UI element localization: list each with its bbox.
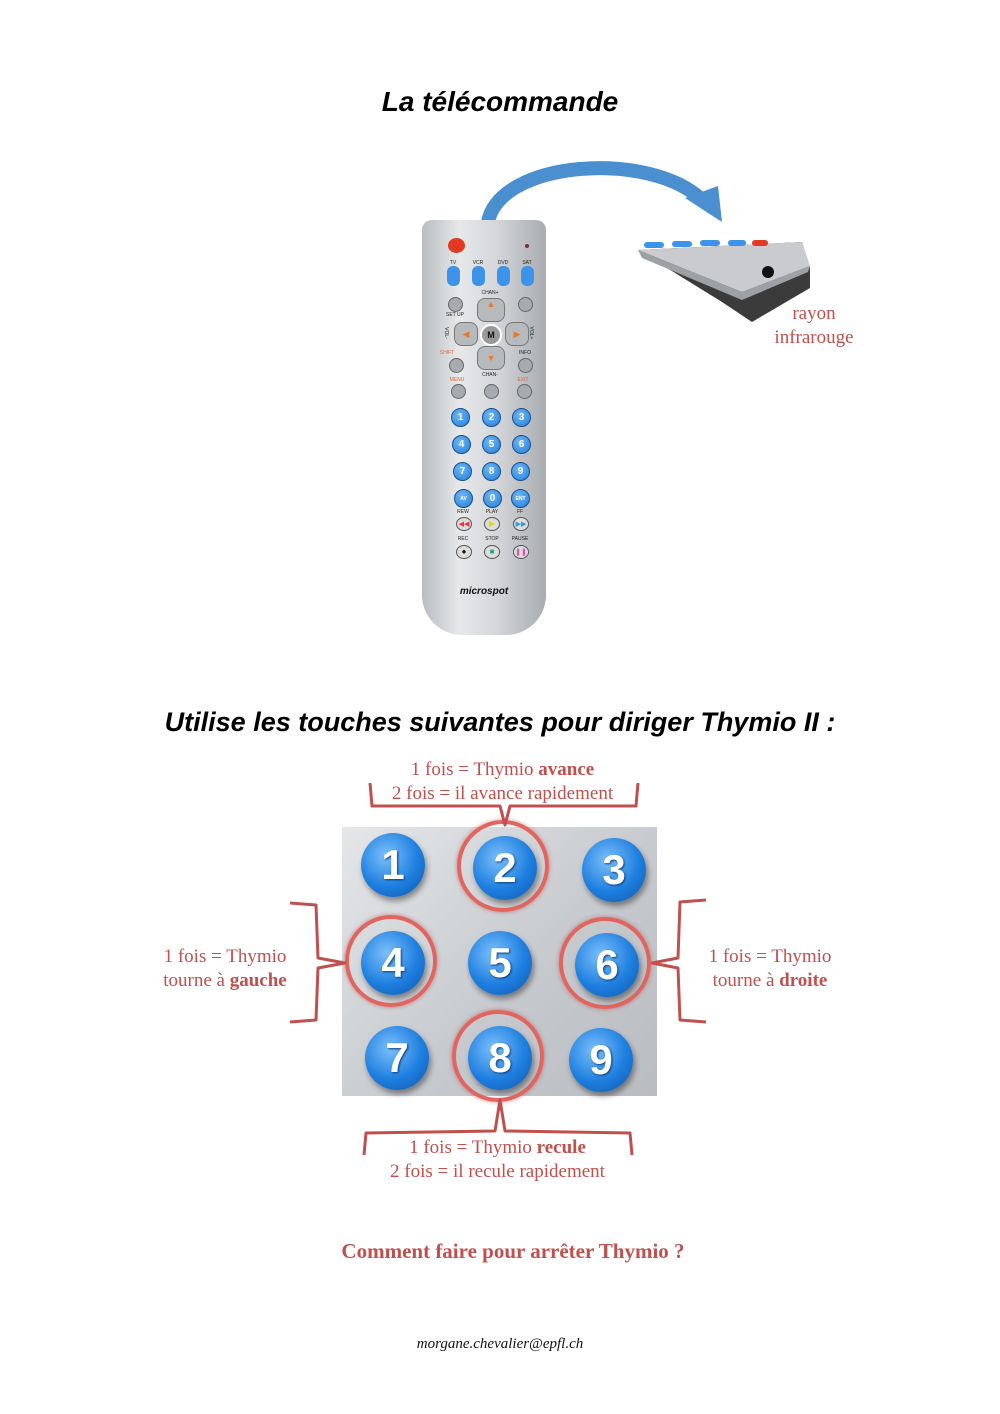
annotation-right-line1: 1 fois = Thymio: [708, 946, 832, 967]
key-3: 3: [582, 838, 646, 902]
remote-digit: ENT: [511, 489, 530, 508]
annotation-forward-line1: 1 fois = Thymio avance: [370, 758, 635, 782]
annotation-right: 1 fois = Thymio tourne à droite: [690, 945, 850, 993]
remote-label-stop: STOP: [485, 536, 499, 542]
remote-mode-button: [521, 266, 534, 286]
indicator-led: [525, 244, 529, 248]
infrared-label: rayon infrarouge: [754, 302, 874, 350]
annotation-left-line2: tourne à gauche: [145, 969, 305, 993]
remote-label-rec: REC: [457, 536, 469, 542]
infrared-label-line2: infrarouge: [774, 327, 854, 348]
annotation-left: 1 fois = Thymio tourne à gauche: [145, 945, 305, 993]
remote-grey-button: [451, 384, 466, 399]
remote-label-vcr: VCR: [472, 260, 484, 266]
text: 1 fois = Thymio: [409, 1137, 537, 1158]
remote-front-image: [638, 240, 810, 322]
power-button: [448, 238, 465, 253]
remote-grey-button: [484, 384, 499, 399]
keyword-avance: avance: [538, 759, 595, 780]
remote-label-vol-minus: VOL-: [443, 327, 449, 339]
remote-digit: 8: [482, 462, 501, 481]
arrow-right-icon: ▶: [505, 322, 529, 346]
remote-label-sat: SAT: [522, 260, 532, 266]
highlight-ring-6: [559, 917, 651, 1009]
remote-label-menu: MENU: [449, 377, 465, 383]
remote-brand-logo: microspot: [459, 586, 509, 597]
remote-grey-button: [518, 358, 533, 373]
annotation-backward: 1 fois = Thymio recule 2 fois = il recul…: [365, 1136, 630, 1184]
remote-grey-button: [517, 384, 532, 399]
annotation-forward-line2: 2 fois = il avance rapidement: [391, 783, 614, 804]
annotation-right-line2: tourne à droite: [690, 969, 850, 993]
remote-mode-button: [497, 266, 510, 286]
remote-digit: 0: [483, 489, 502, 508]
keypad-image: 1 2 3 4 5 6 7 8 9: [342, 820, 657, 1102]
keyword-droite: droite: [779, 970, 828, 991]
key-7: 7: [365, 1026, 429, 1090]
remote-label-pause: PAUSE: [511, 536, 529, 542]
remote-label-vol-plus: VOL+: [528, 326, 534, 340]
keyword-gauche: gauche: [229, 970, 287, 991]
key-9: 9: [569, 1028, 633, 1092]
annotation-backward-line1: 1 fois = Thymio recule: [365, 1136, 630, 1160]
remote-label-dvd: DVD: [497, 260, 509, 266]
text: tourne à: [712, 970, 780, 991]
pause-icon: ❚❚: [513, 545, 529, 559]
remote-grey-button: [518, 297, 533, 312]
remote-digit: 7: [453, 462, 472, 481]
remote-label-chan-down: CHAN-: [482, 372, 498, 378]
remote-mode-button: [472, 266, 485, 286]
keyword-recule: recule: [536, 1137, 586, 1158]
remote-menu-m: M: [480, 324, 502, 346]
remote-label-tv: TV: [449, 260, 457, 266]
remote-label-rew: REW: [457, 509, 469, 515]
remote-digit: 6: [512, 435, 531, 454]
remote-grey-button: [449, 358, 464, 373]
annotation-forward: 1 fois = Thymio avance 2 fois = il avanc…: [370, 758, 635, 806]
key-5: 5: [468, 931, 532, 995]
highlight-ring-4: [345, 915, 437, 1007]
highlight-ring-2: [457, 820, 549, 912]
section-subtitle: Utilise les touches suivantes pour dirig…: [164, 707, 836, 737]
arrow-up-icon: ▲: [477, 298, 505, 322]
remote-label-ff: FF: [516, 509, 524, 515]
remote-digit: 2: [482, 408, 501, 427]
remote-label-shift: SHIFT: [439, 350, 455, 356]
remote-grey-button: [448, 297, 463, 312]
text: tourne à: [163, 970, 230, 991]
remote-digit: 9: [511, 462, 530, 481]
stop-icon: ■: [484, 545, 500, 559]
infrared-label-line1: rayon: [792, 303, 836, 324]
infrared-arrow: [481, 161, 722, 225]
page-title: La télécommande: [381, 86, 619, 117]
remote-label-setup: SET UP: [446, 312, 464, 318]
record-icon: ●: [456, 545, 472, 559]
question: Comment faire pour arrêter Thymio ?: [341, 1239, 685, 1263]
remote-label-exit: EXIT: [517, 377, 529, 383]
play-icon: ▶: [484, 517, 500, 531]
key-1: 1: [361, 833, 425, 897]
remote-mode-button: [447, 266, 460, 286]
annotation-backward-line2: 2 fois = il recule rapidement: [390, 1161, 605, 1182]
remote-digit: AV: [454, 489, 473, 508]
remote-label-info: INFO: [519, 350, 531, 356]
remote-digit: 5: [482, 435, 501, 454]
remote-digit: 4: [452, 435, 471, 454]
remote-digit: 3: [512, 408, 531, 427]
text: 1 fois = Thymio: [410, 759, 539, 780]
arrow-left-icon: ◀: [454, 322, 478, 346]
arrow-down-icon: ▼: [477, 346, 505, 370]
rewind-icon: ◀◀: [456, 517, 472, 531]
footer-email: morgane.chevalier@epfl.ch: [416, 1336, 584, 1352]
fast-forward-icon: ▶▶: [513, 517, 529, 531]
annotation-left-line1: 1 fois = Thymio: [163, 946, 287, 967]
remote-label-play: PLAY: [485, 509, 499, 515]
highlight-ring-8: [452, 1010, 544, 1102]
remote-label-chan-up: CHAN+: [481, 290, 499, 296]
remote-digit: 1: [451, 408, 470, 427]
remote-control-image: TV VCR DVD SAT CHAN+ SET UP ▲ ◀ ▶ VOL- V…: [422, 220, 546, 635]
